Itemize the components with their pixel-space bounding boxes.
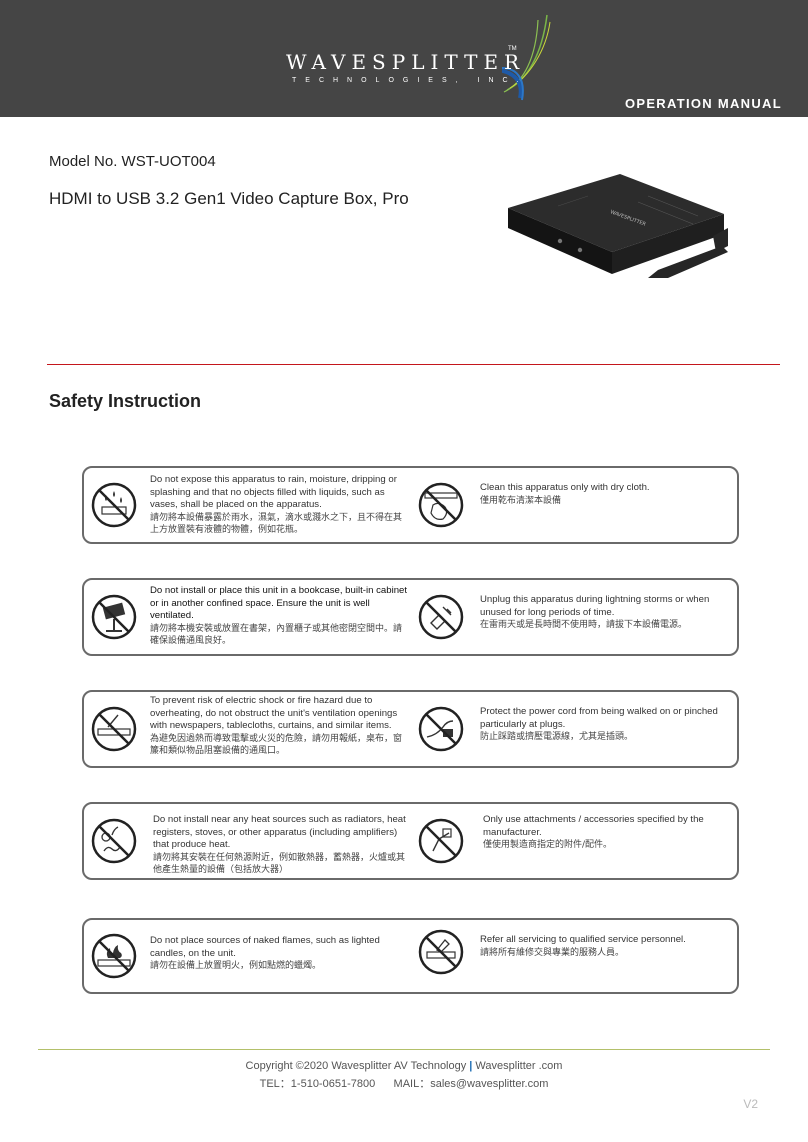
safety-text-zh: 防止踩踏或擠壓電源線，尤其是插頭。 <box>480 732 634 742</box>
brand-wordmark: WAVESPLITTER <box>286 50 526 74</box>
no-open-flame-icon <box>91 933 137 979</box>
brand-trademark: TM <box>508 46 517 52</box>
copyright-website: Wavesplitter .com <box>472 1060 563 1072</box>
brand-swirl-icon <box>502 14 551 101</box>
safety-text-en: Unplug this apparatus during lightning s… <box>480 594 710 618</box>
safety-row-3: To prevent risk of electric shock or fir… <box>82 690 739 768</box>
product-image: WAVESPLITTER <box>508 174 728 278</box>
qualified-service-icon <box>418 929 464 975</box>
safety-row-2: Do not install or place this unit in a b… <box>82 578 739 656</box>
safety-text-zh: 在雷雨天或是長時間不使用時，請拔下本設備電源。 <box>480 620 688 630</box>
safety-text-flame: Do not place sources of naked flames, su… <box>150 935 410 973</box>
safety-heading: Safety Instruction <box>49 391 202 411</box>
brand-logo: WAVESPLITTER TM TECHNOLOGIES, INC. <box>250 10 560 110</box>
model-number: Model No. WST-UOT004 <box>49 153 216 170</box>
product-title: HDMI to USB 3.2 Gen1 Video Capture Box, … <box>49 189 409 208</box>
unplug-icon <box>418 594 464 640</box>
version-label: V2 <box>743 1097 758 1111</box>
footer-contact: TEL：1-510-0651-7800 MAIL：sales@wavesplit… <box>259 1078 549 1090</box>
copyright-text: Copyright ©2020 Wavesplitter AV Technolo… <box>245 1060 470 1072</box>
operation-manual-label: OPERATION MANUAL <box>624 96 782 111</box>
safety-text-zh: 請勿在設備上放置明火，例如點燃的蠟燭。 <box>150 961 322 971</box>
safety-text-zh: 請勿將本設備暴露於雨水，濕氣，滴水或濺水之下，且不得在其上方放置裝有液體的物體，… <box>150 512 403 536</box>
safety-text-power-cord: Protect the power cord from being walked… <box>480 706 732 744</box>
safety-text-service: Refer all servicing to qualified service… <box>480 934 732 959</box>
safety-text-zh: 僅使用製造商指定的附件/配件。 <box>483 840 613 850</box>
no-water-icon <box>91 482 137 528</box>
safety-text-en: Refer all servicing to qualified service… <box>480 934 686 945</box>
safety-text-zh: 請勿將本機安裝或放置在書架，內置櫃子或其他密閉空間中。請確保設備通風良好。 <box>150 623 403 647</box>
safety-text-zh: 為避免因過熱而導致電擊或火災的危險，請勿用報紙，桌布，窗簾和類似物品阻塞設備的通… <box>150 733 403 757</box>
no-heat-source-icon <box>91 818 137 864</box>
header-bar: WAVESPLITTER TM TECHNOLOGIES, INC. OPERA… <box>0 0 808 117</box>
safety-text-zh: 請將所有維修交與專業的服務人員。 <box>480 947 625 958</box>
power-cord-icon <box>418 706 464 752</box>
no-unspecified-accessories-icon <box>418 818 464 864</box>
no-bookcase-icon <box>91 594 137 640</box>
footer-divider <box>38 1049 770 1050</box>
brand-subtitle: TECHNOLOGIES, INC. <box>292 77 528 84</box>
safety-row-4: Do not install near any heat sources suc… <box>82 802 739 880</box>
cloth-cleaning-icon <box>418 482 464 528</box>
safety-text-en: Protect the power cord from being walked… <box>480 706 718 730</box>
safety-text-en: Do not expose this apparatus to rain, mo… <box>150 474 397 510</box>
safety-text-zh: 僅用乾布清潔本設備 <box>480 495 562 506</box>
safety-text-clean: Clean this apparatus only with dry cloth… <box>480 482 732 507</box>
safety-text-bookcase: Do not install or place this unit in a b… <box>150 585 410 648</box>
footer-copyright: Copyright ©2020 Wavesplitter AV Technolo… <box>0 1060 808 1072</box>
no-cover-vents-icon <box>91 706 137 752</box>
safety-text-en: To prevent risk of electric shock or fir… <box>150 695 398 731</box>
safety-text-en: Do not install or place this unit in a b… <box>150 585 408 621</box>
safety-text-en: Clean this apparatus only with dry cloth… <box>480 482 650 493</box>
safety-text-vents: To prevent risk of electric shock or fir… <box>150 695 410 758</box>
safety-text-en: Do not install near any heat sources suc… <box>153 814 406 850</box>
safety-row-5: Do not place sources of naked flames, su… <box>82 918 739 994</box>
safety-text-water: Do not expose this apparatus to rain, mo… <box>150 474 410 537</box>
safety-text-accessories: Only use attachments / accessories speci… <box>483 814 735 852</box>
section-divider <box>47 364 780 365</box>
safety-row-1: Do not expose this apparatus to rain, mo… <box>82 466 739 544</box>
safety-text-en: Only use attachments / accessories speci… <box>483 814 704 838</box>
safety-text-en: Do not place sources of naked flames, su… <box>150 935 380 959</box>
copyright-separator: | <box>469 1060 473 1072</box>
safety-text-heat: Do not install near any heat sources suc… <box>153 814 411 877</box>
safety-text-unplug: Unplug this apparatus during lightning s… <box>480 594 732 632</box>
safety-text-zh: 請勿將其安裝在任何熱源附近，例如散熱器，蓄熱器，火爐或其他產生熱量的設備（包括放… <box>153 852 406 876</box>
